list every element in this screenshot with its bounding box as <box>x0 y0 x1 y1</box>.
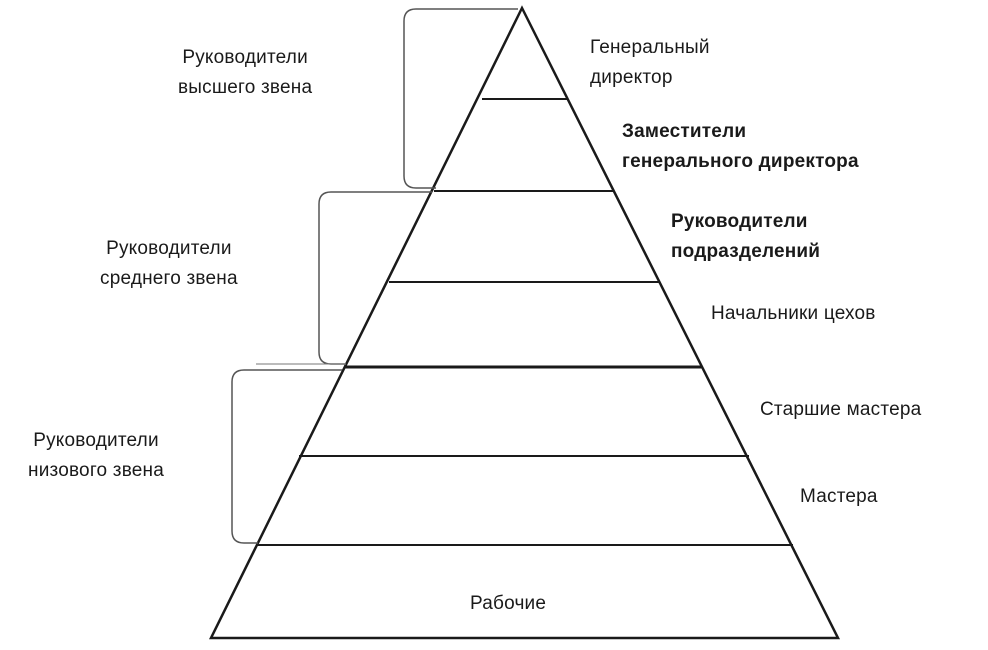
label-line: генерального директора <box>622 151 859 172</box>
label-middle-management: Руководители среднего звена <box>100 234 238 294</box>
label-line: Рабочие <box>470 593 547 614</box>
label-line: Старшие мастера <box>760 399 922 420</box>
label-line: высшего звена <box>178 77 313 98</box>
label-division-heads: Руководители подразделений <box>671 207 820 267</box>
label-general-director: Генеральный директор <box>590 33 710 93</box>
label-line: Руководители <box>182 47 308 68</box>
label-line: Заместители <box>622 121 747 142</box>
label-shop-chiefs: Начальники цехов <box>711 299 876 329</box>
pyramid-outline <box>208 5 841 640</box>
label-line: Руководители <box>106 238 232 259</box>
label-line: подразделений <box>671 241 821 262</box>
label-workers: Рабочие <box>470 589 546 619</box>
bracket-lower-management <box>231 369 342 544</box>
label-senior-foremen: Старшие мастера <box>760 395 921 425</box>
label-line: Руководители <box>671 211 808 232</box>
label-deputy-directors: Заместители генерального директора <box>622 117 859 177</box>
label-lower-management: Руководители низового звена <box>28 426 164 486</box>
bracket-top-management <box>403 8 518 189</box>
label-line: Мастера <box>800 486 878 507</box>
label-line: низового звена <box>28 460 164 481</box>
label-line: Руководители <box>33 430 159 451</box>
label-top-management: Руководители высшего звена <box>178 43 312 103</box>
label-foremen: Мастера <box>800 482 878 512</box>
label-line: среднего звена <box>100 268 238 289</box>
bracket-middle-management <box>318 191 432 365</box>
label-line: Генеральный <box>590 37 710 58</box>
label-line: директор <box>590 67 673 88</box>
label-line: Начальники цехов <box>711 303 876 324</box>
